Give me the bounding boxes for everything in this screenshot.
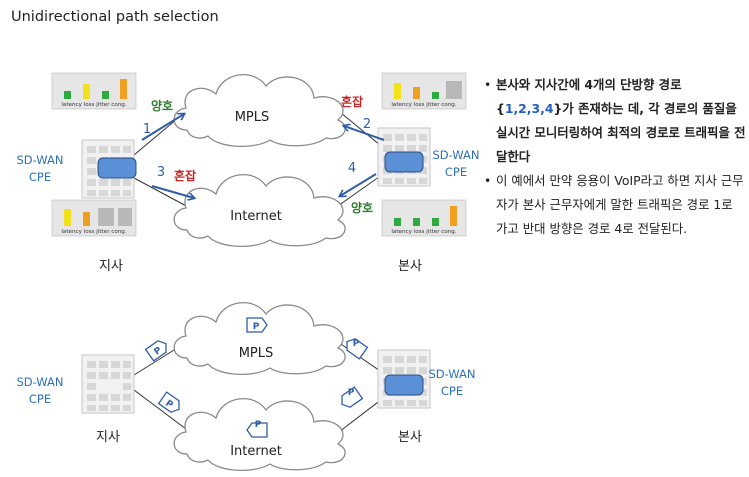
packet-icon: P: [342, 335, 369, 360]
jitter-bar: [102, 91, 109, 99]
cpe-label-left-top: SD-WAN: [16, 153, 63, 167]
cpe-label-right-bottom: SD-WAN: [428, 367, 475, 381]
metric-labels: latency loss jitter cong.: [61, 102, 127, 108]
metric-labels: latency loss jitter cong.: [391, 102, 457, 108]
mpls-label-bottom: MPLS: [239, 346, 274, 361]
jitter-bar: [432, 218, 439, 226]
branch-label-top: 지사: [99, 259, 123, 274]
metric-panel-hq-mpls: latency loss jitter cong.: [381, 72, 467, 110]
path-number-2: 2: [363, 117, 371, 132]
packet-icon: P: [337, 386, 364, 411]
path-arrow-2: [344, 126, 385, 141]
loss-bar: [83, 212, 90, 226]
internet-label-top: Internet: [230, 209, 282, 224]
note-bullet-2: • 이 예에서 만약 응용이 VoIP라고 하면 지사 근무자가 본사 근무자에…: [484, 169, 746, 241]
svg-text:P: P: [353, 339, 360, 349]
path-arrows: [141, 114, 385, 198]
note-1-text-end: }가 존재하는 데, 각 경로의 품질을 실시간 모니터링하여 최적의 경로로 …: [496, 101, 746, 164]
hq-router-top: [384, 151, 424, 173]
congestion-bar: [446, 81, 462, 99]
packet-icon: P: [246, 317, 268, 333]
latency-bar: [394, 83, 401, 99]
packet-icon: P: [157, 391, 184, 416]
hq-label-top: 본사: [398, 259, 422, 274]
path-arrow-4: [340, 173, 377, 196]
note-2-text: 이 예에서 만약 응용이 VoIP라고 하면 지사 근무자가 본사 근무자에게 …: [496, 173, 744, 236]
page-title: Unidirectional path selection: [11, 9, 219, 25]
status-mpls-inbound: 혼잡: [341, 94, 363, 109]
metric-panel-branch-mpls: latency loss jitter cong.: [51, 72, 137, 110]
branch-router-top: [97, 157, 137, 179]
note-1-paths: 1,2,3,4: [504, 101, 554, 116]
note-bullet-1: • 본사와 지사간에 4개의 단방향 경로 {1,2,3,4}가 존재하는 데,…: [484, 77, 746, 164]
hq-label-bottom: 본사: [398, 430, 422, 445]
hq-router-bottom: [384, 374, 424, 396]
path-number-4: 4: [348, 161, 356, 176]
metric-panel-hq-internet: latency loss jitter cong.: [381, 199, 467, 237]
cpe-label-right-top: SD-WAN: [432, 148, 479, 162]
svg-text:P: P: [253, 322, 260, 332]
status-internet-outbound: 혼잡: [174, 168, 196, 183]
path-arrow-3: [151, 185, 194, 198]
description-notes: • 본사와 지사간에 4개의 단방향 경로 {1,2,3,4}가 존재하는 데,…: [484, 73, 746, 241]
metric-panel-branch-internet: latency loss jitter cong.: [51, 199, 137, 237]
svg-text:P: P: [163, 399, 174, 411]
metric-labels: latency loss jitter cong.: [61, 229, 127, 235]
latency-bar: [64, 91, 71, 99]
status-mpls-outbound: 양호: [151, 98, 173, 113]
svg-text:P: P: [255, 420, 262, 430]
cpe-label-right-bottom-2: CPE: [441, 384, 463, 398]
jitter-bar: [98, 208, 114, 226]
packet-icon: P: [246, 420, 268, 438]
packet-icon: P: [144, 337, 171, 362]
congestion-bar: [118, 208, 132, 226]
loss-bar: [83, 84, 90, 99]
internet-label-bottom: Internet: [230, 444, 282, 459]
branch-building-bottom: [81, 354, 135, 414]
congestion-bar: [450, 206, 457, 226]
cpe-label-left-bottom: SD-WAN: [16, 375, 63, 389]
note-1-text: 본사와 지사간에 4개의 단방향 경로 {: [496, 77, 682, 116]
path-number-3: 3: [157, 165, 165, 180]
cpe-label-left-bottom-2: CPE: [29, 392, 51, 406]
metric-labels: latency loss jitter cong.: [391, 229, 457, 235]
latency-bar: [394, 218, 401, 226]
path-number-1: 1: [143, 122, 151, 137]
jitter-bar: [432, 92, 439, 99]
cpe-label-left-top-2: CPE: [29, 170, 51, 184]
status-internet-inbound: 양호: [351, 200, 373, 215]
cpe-label-right-top-2: CPE: [445, 165, 467, 179]
mpls-cloud-bottom: [173, 302, 346, 376]
path-arrow-1: [141, 114, 184, 141]
loss-bar: [413, 218, 420, 226]
svg-text:P: P: [348, 388, 355, 398]
mpls-label-top: MPLS: [235, 110, 270, 125]
loss-bar: [413, 87, 420, 99]
svg-text:P: P: [153, 345, 164, 357]
latency-bar: [64, 209, 71, 226]
congestion-bar: [120, 79, 127, 99]
branch-label-bottom: 지사: [96, 430, 120, 445]
